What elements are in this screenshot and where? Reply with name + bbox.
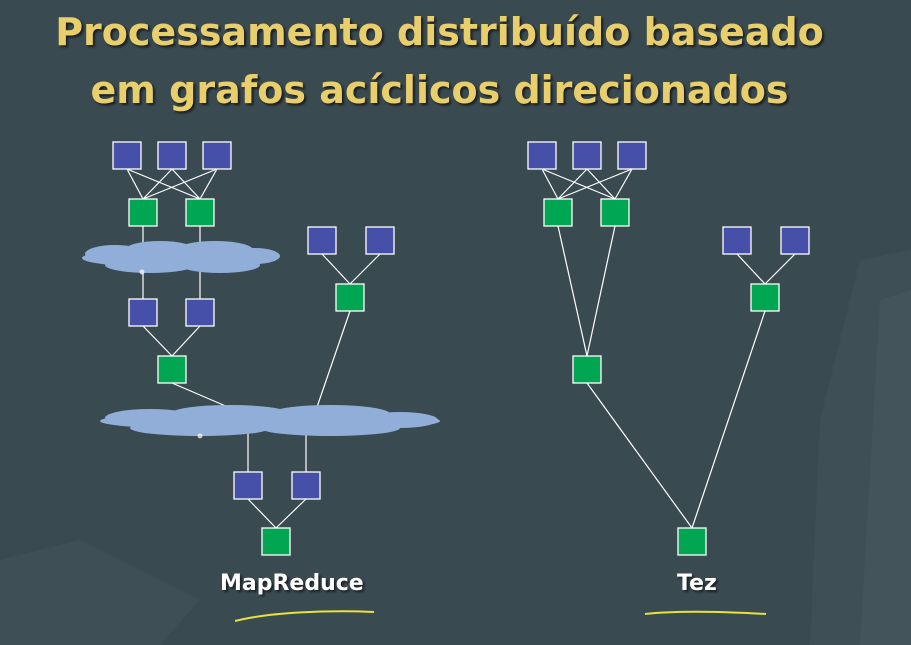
shuffle-cloud-lower bbox=[100, 405, 440, 439]
input-node bbox=[307, 226, 337, 255]
shuffle-cloud-upper bbox=[82, 241, 280, 275]
input-node bbox=[233, 471, 263, 500]
input-node bbox=[780, 226, 810, 255]
input-node bbox=[365, 226, 395, 255]
output-node bbox=[261, 527, 291, 556]
input-node bbox=[185, 298, 215, 327]
input-node bbox=[722, 226, 752, 255]
task-node bbox=[750, 283, 780, 312]
tez-edges bbox=[541, 168, 796, 529]
task-node bbox=[600, 198, 630, 227]
input-node bbox=[617, 141, 647, 170]
tez-nodes bbox=[527, 141, 810, 556]
task-node bbox=[157, 355, 187, 384]
input-node bbox=[128, 298, 158, 327]
output-node bbox=[677, 527, 707, 556]
tez-label: Tez bbox=[677, 571, 717, 596]
slide-title-line-2: em grafos acíclicos direcionados bbox=[90, 68, 789, 112]
mapreduce-label: MapReduce bbox=[220, 571, 364, 596]
input-node bbox=[291, 471, 321, 500]
mapreduce-underline bbox=[234, 610, 375, 622]
mapreduce-nodes bbox=[112, 141, 395, 556]
task-node bbox=[335, 283, 365, 312]
input-node bbox=[527, 141, 557, 170]
slide-title-line-1: Processamento distribuído baseado bbox=[55, 10, 824, 54]
input-node bbox=[112, 141, 142, 170]
task-node bbox=[572, 355, 602, 384]
task-node bbox=[128, 198, 158, 227]
tez-underline bbox=[644, 610, 767, 615]
input-node bbox=[157, 141, 187, 170]
task-node bbox=[185, 198, 215, 227]
task-node bbox=[543, 198, 573, 227]
input-node bbox=[202, 141, 232, 170]
input-node bbox=[572, 141, 602, 170]
